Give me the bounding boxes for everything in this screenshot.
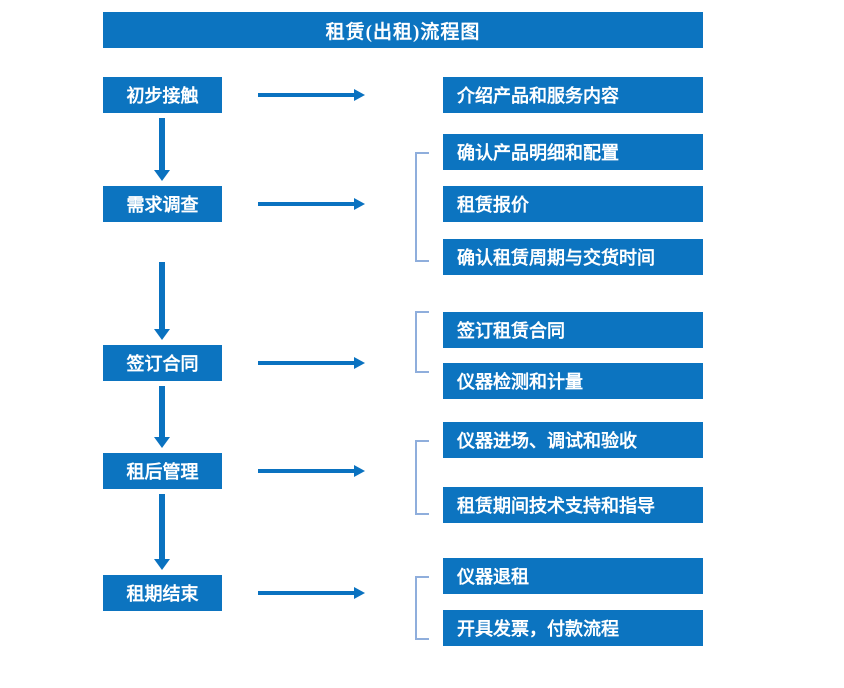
stage-node-sign-contract[interactable]: 签订合同 (103, 345, 222, 381)
arrow-shaft (258, 93, 355, 97)
detail-node-technical-support-during-lease[interactable]: 租赁期间技术支持和指导 (443, 487, 703, 523)
arrow-head (354, 89, 365, 101)
group-bracket-contract (415, 311, 429, 373)
arrow-head (354, 587, 365, 599)
group-bracket-end (415, 576, 429, 640)
group-bracket-management (415, 440, 429, 515)
detail-node-confirm-lease-period-delivery[interactable]: 确认租赁周期与交货时间 (443, 239, 703, 275)
vertical-arrow-contact-to-survey (154, 118, 170, 181)
stage-node-post-rental-management[interactable]: 租后管理 (103, 453, 222, 489)
arrow-shaft (159, 494, 165, 559)
vertical-arrow-contract-to-management (154, 386, 170, 448)
detail-node-confirm-product-details[interactable]: 确认产品明细和配置 (443, 134, 703, 170)
detail-node-sign-lease-contract[interactable]: 签订租赁合同 (443, 312, 703, 348)
horizontal-arrow-to-end-details (258, 587, 365, 599)
detail-node-instrument-entry-commissioning-acceptance[interactable]: 仪器进场、调试和验收 (443, 422, 703, 458)
arrow-shaft (258, 202, 355, 206)
stage-node-lease-end[interactable]: 租期结束 (103, 575, 222, 611)
group-bracket-survey (415, 152, 429, 262)
detail-node-invoice-payment-process[interactable]: 开具发票，付款流程 (443, 610, 703, 646)
arrow-head (354, 357, 365, 369)
stage-node-initial-contact[interactable]: 初步接触 (103, 77, 222, 113)
arrow-head (154, 170, 170, 181)
vertical-arrow-management-to-end (154, 494, 170, 570)
arrow-head (154, 329, 170, 340)
arrow-shaft (159, 386, 165, 437)
stage-node-requirement-survey[interactable]: 需求调查 (103, 186, 222, 222)
arrow-head (154, 559, 170, 570)
arrow-head (154, 437, 170, 448)
arrow-shaft (258, 361, 355, 365)
horizontal-arrow-to-contract-details (258, 357, 365, 369)
detail-node-rental-quotation[interactable]: 租赁报价 (443, 186, 703, 222)
arrow-shaft (258, 469, 355, 473)
arrow-shaft (159, 262, 165, 329)
detail-node-instrument-inspection-metering[interactable]: 仪器检测和计量 (443, 363, 703, 399)
detail-node-instrument-return[interactable]: 仪器退租 (443, 558, 703, 594)
arrow-head (354, 465, 365, 477)
horizontal-arrow-to-survey-details (258, 198, 365, 210)
arrow-head (354, 198, 365, 210)
horizontal-arrow-to-contact-details (258, 89, 365, 101)
vertical-arrow-survey-to-contract (154, 262, 170, 340)
flowchart-title: 租赁(出租)流程图 (103, 12, 703, 48)
detail-node-introduce-products-services[interactable]: 介绍产品和服务内容 (443, 77, 703, 113)
arrow-shaft (258, 591, 355, 595)
arrow-shaft (159, 118, 165, 170)
horizontal-arrow-to-management-details (258, 465, 365, 477)
